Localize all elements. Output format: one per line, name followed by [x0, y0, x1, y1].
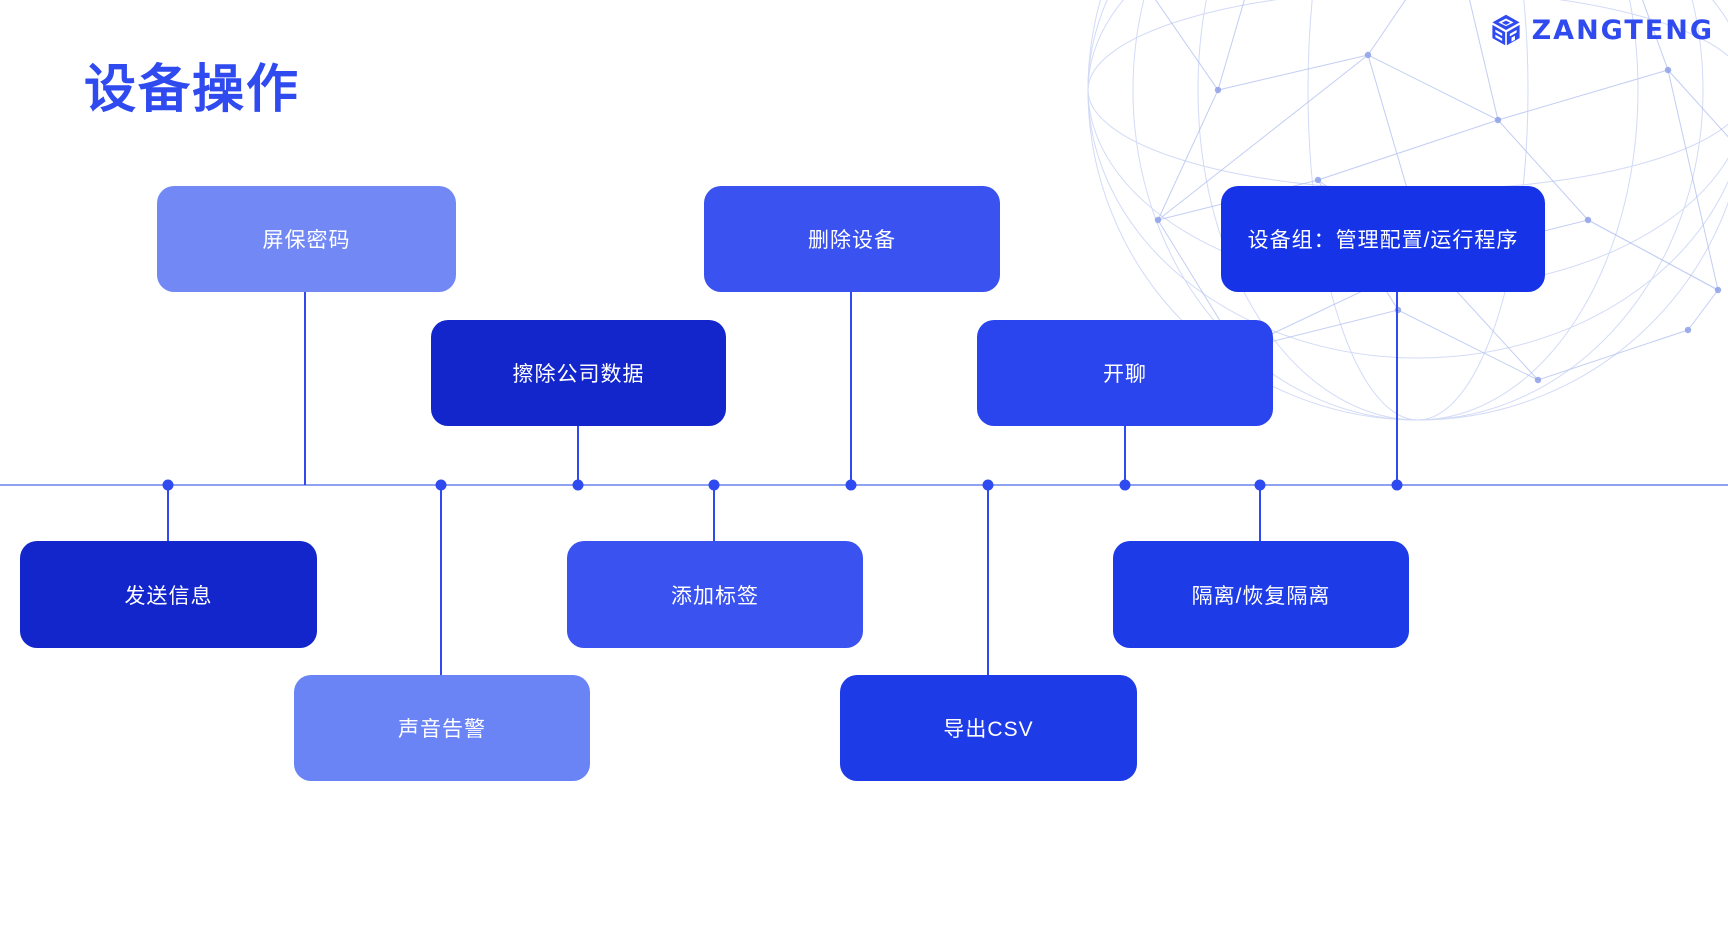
connector-line-card-delete-device [850, 292, 852, 485]
connector-line-card-quarantine [1259, 485, 1261, 541]
timeline-node-dot-4 [708, 479, 720, 491]
card-start-chat-label: 开聊 [1103, 363, 1147, 386]
card-send-message[interactable]: 发送信息 [20, 541, 317, 648]
card-quarantine[interactable]: 隔离/恢复隔离 [1113, 541, 1409, 648]
card-send-message-label: 发送信息 [124, 584, 213, 608]
card-delete-device-label: 删除设备 [808, 229, 896, 252]
card-export-csv[interactable]: 导出CSV [840, 675, 1137, 781]
brand-logo: ZANGTENG [1489, 13, 1714, 47]
card-add-tag-label: 添加标签 [671, 584, 759, 608]
page-title: 设备操作 [84, 61, 301, 119]
timeline-node-dot-3 [572, 479, 584, 491]
card-device-group[interactable]: 设备组：管理配置/运行程序 [1221, 186, 1545, 292]
card-export-csv-label: 导出CSV [943, 718, 1034, 741]
timeline-node-dot-6 [982, 479, 994, 491]
connector-line-card-send-message [167, 485, 169, 541]
card-sound-alarm-label: 声音告警 [398, 718, 486, 741]
card-delete-device[interactable]: 删除设备 [704, 186, 1000, 292]
timeline-node-dot-5 [845, 479, 857, 491]
timeline-node-dot-7 [1119, 479, 1131, 491]
timeline-node-dot-2 [435, 479, 447, 491]
connector-line-card-add-tag [713, 485, 715, 541]
timeline-node-dot-8 [1254, 479, 1266, 491]
card-start-chat[interactable]: 开聊 [977, 320, 1273, 426]
card-sound-alarm[interactable]: 声音告警 [294, 675, 590, 781]
timeline-axis [0, 484, 1728, 486]
timeline-node-dot-1 [162, 479, 174, 491]
connector-line-card-screensaver-password [304, 292, 306, 485]
connector-line-card-export-csv [987, 485, 989, 675]
connector-line-card-device-group [1396, 292, 1398, 485]
connector-line-card-wipe-company-data [577, 426, 579, 485]
card-screensaver-password-label: 屏保密码 [262, 229, 351, 252]
cube-logo-icon [1492, 14, 1520, 46]
card-device-group-label: 设备组：管理配置/运行程序 [1247, 229, 1519, 252]
timeline-node-dot-9 [1391, 479, 1403, 491]
card-quarantine-label: 隔离/恢复隔离 [1191, 584, 1331, 608]
connector-line-card-start-chat [1124, 426, 1126, 485]
connector-line-card-sound-alarm [440, 485, 442, 675]
card-screensaver-password[interactable]: 屏保密码 [157, 186, 456, 292]
brand-name: ZANGTENG [1531, 14, 1714, 46]
card-add-tag[interactable]: 添加标签 [567, 541, 863, 648]
card-wipe-company-data[interactable]: 擦除公司数据 [431, 320, 726, 426]
card-wipe-company-data-label: 擦除公司数据 [512, 363, 645, 386]
